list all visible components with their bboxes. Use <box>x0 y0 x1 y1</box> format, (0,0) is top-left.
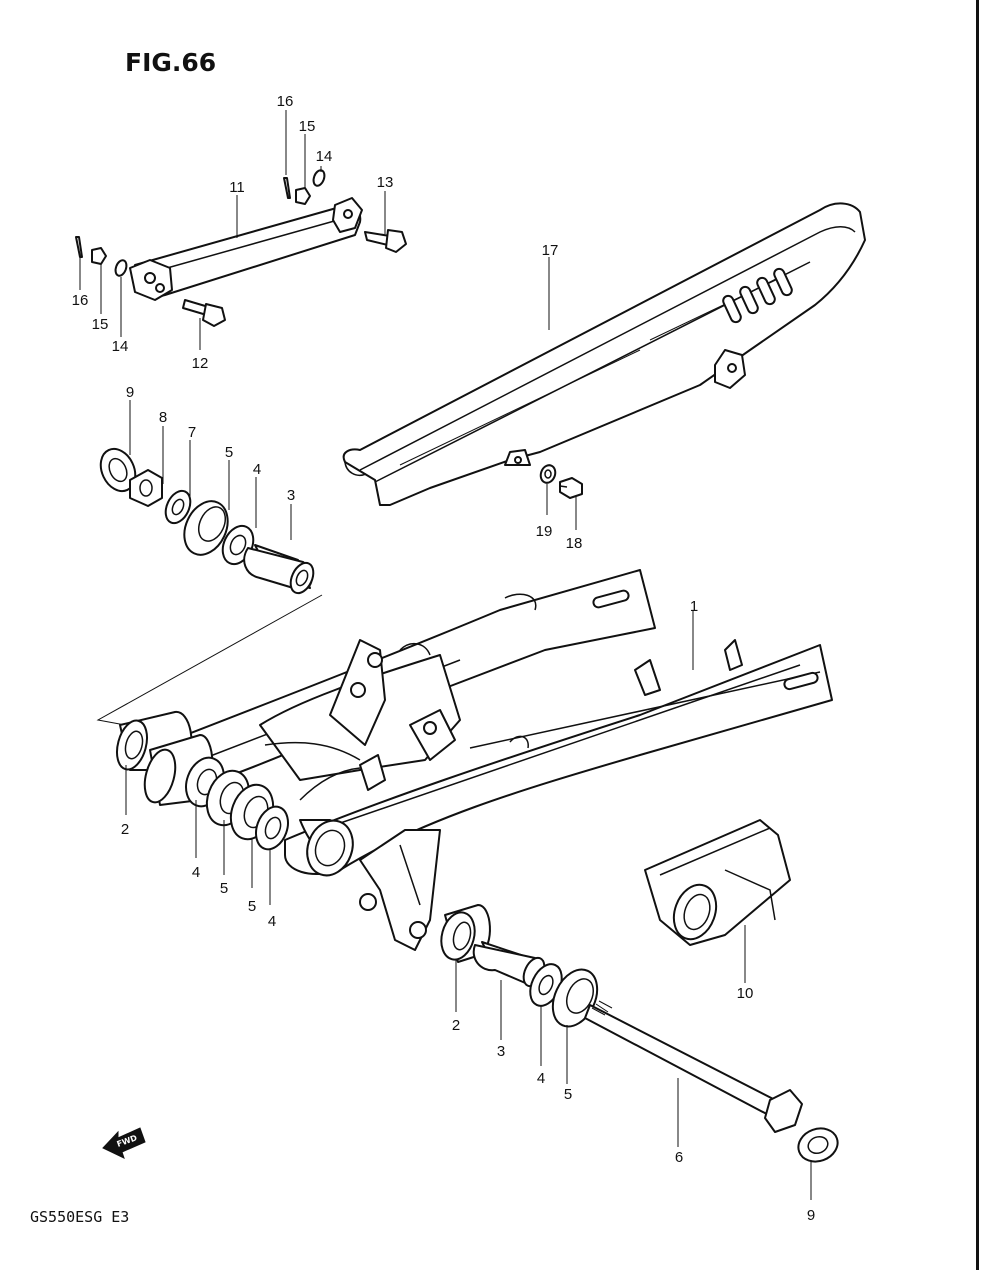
swingarm-part-1 <box>116 569 833 951</box>
callout-2-left: 2 <box>121 821 129 838</box>
needle-bearing-part-2-lower <box>440 904 491 963</box>
callout-9-upper: 9 <box>126 384 134 401</box>
washer-part-19 <box>539 464 557 484</box>
bearing-part-5-lower <box>551 968 599 1028</box>
nut-part-9-lower <box>797 1127 839 1163</box>
cotter-pin-part-16-lower <box>75 236 83 258</box>
callout-15-lower: 15 <box>92 316 109 333</box>
bearing-part-5-upper <box>183 500 229 556</box>
chain-guard-part-10 <box>644 819 791 946</box>
washer-part-14-lower <box>114 259 128 277</box>
bolt-part-13 <box>364 229 407 253</box>
callout-5-left-a: 5 <box>220 880 228 897</box>
bolt-part-18 <box>559 477 583 499</box>
washer-part-14-upper <box>312 169 326 187</box>
callout-10: 10 <box>737 985 754 1002</box>
callout-16-lower: 16 <box>72 292 89 309</box>
dust-seal-part-9-upper <box>99 447 137 493</box>
nut-part-8 <box>129 469 163 507</box>
callout-9-lower: 9 <box>807 1207 815 1224</box>
callout-14-lower: 14 <box>112 338 129 355</box>
washer-part-7 <box>164 489 192 525</box>
callout-4-left-b: 4 <box>268 913 276 930</box>
callout-4-left-a: 4 <box>192 864 200 881</box>
washer-part-4-left-b <box>255 805 289 851</box>
callout-16-upper: 16 <box>277 93 294 110</box>
callout-2-lower: 2 <box>452 1017 460 1034</box>
nut-part-15-lower <box>91 247 107 265</box>
callout-4-upper: 4 <box>253 461 261 478</box>
callout-8: 8 <box>159 409 167 426</box>
callout-3-upper: 3 <box>287 487 295 504</box>
callout-5-left-b: 5 <box>248 898 256 915</box>
callout-18: 18 <box>566 535 583 552</box>
nut-part-15-upper <box>295 187 311 205</box>
fwd-arrow-icon: FWD <box>102 1127 146 1159</box>
callout-1: 1 <box>690 598 698 615</box>
callout-14-upper: 14 <box>316 148 333 165</box>
page-border-line <box>976 0 979 1270</box>
callout-7: 7 <box>188 424 196 441</box>
spacer-part-3-upper <box>243 544 315 595</box>
spacer-part-3-lower <box>472 941 546 988</box>
callout-4-lower: 4 <box>537 1070 545 1087</box>
callout-labels: 16 15 14 13 11 16 15 14 12 17 9 8 7 5 4 … <box>72 93 816 1224</box>
bolt-part-12 <box>182 299 226 327</box>
callout-6: 6 <box>675 1149 683 1166</box>
callout-12: 12 <box>192 355 209 372</box>
cotter-pin-part-16-upper <box>283 177 291 199</box>
callout-3-lower: 3 <box>497 1043 505 1060</box>
model-code: GS550ESG E3 <box>30 1208 130 1226</box>
chain-case-part-17 <box>342 202 866 506</box>
leader-lines <box>79 110 812 1200</box>
callout-15-upper: 15 <box>299 118 316 135</box>
figure-title: FIG.66 <box>125 48 217 77</box>
chain-case-vent-slots <box>722 267 793 324</box>
torque-link-part-11 <box>129 197 363 301</box>
callout-5-lower: 5 <box>564 1086 572 1103</box>
callout-11: 11 <box>229 179 245 196</box>
callout-17: 17 <box>542 242 559 259</box>
callout-13: 13 <box>377 174 394 191</box>
alignment-line-upper-stack <box>96 594 323 726</box>
callout-19: 19 <box>536 523 553 540</box>
callout-5-upper: 5 <box>225 444 233 461</box>
axle-part-6 <box>584 1000 803 1133</box>
